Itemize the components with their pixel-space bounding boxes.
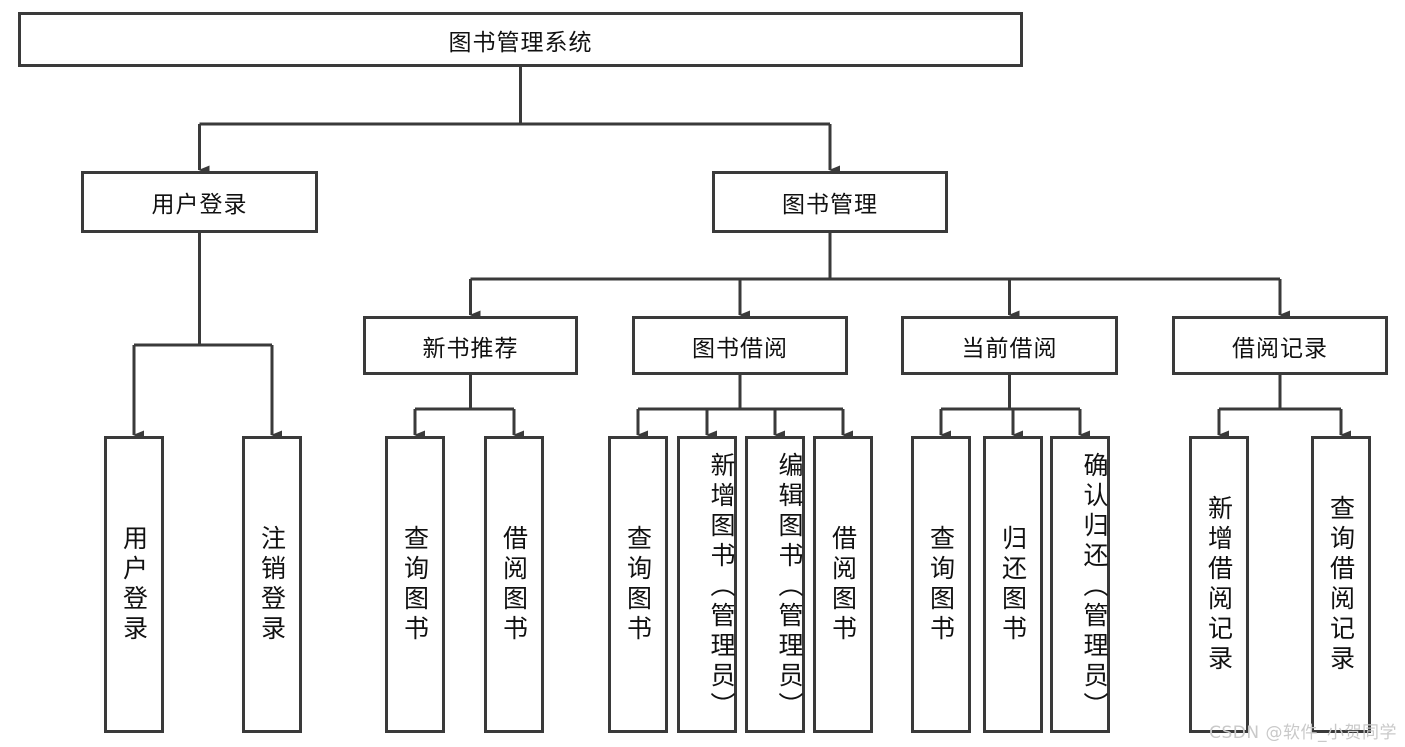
node-label: 归还图书 bbox=[998, 524, 1028, 645]
node-current-borrow[interactable]: 当前借阅 bbox=[901, 316, 1118, 375]
node-label: 图书借阅 bbox=[692, 335, 788, 362]
edge-layer bbox=[132, 67, 1351, 440]
node-borrow-record[interactable]: 借阅记录 bbox=[1172, 316, 1388, 375]
node-leaf-add-borrow-record[interactable]: 新增借阅记录 bbox=[1189, 436, 1249, 733]
node-leaf-return-book[interactable]: 归还图书 bbox=[983, 436, 1043, 733]
watermark-label: CSDN @软件_小贺同学 bbox=[1209, 723, 1397, 743]
node-label: 编辑图书（管理员） bbox=[775, 451, 804, 722]
node-label: 查询图书 bbox=[926, 524, 956, 645]
node-label: 查询借阅记录 bbox=[1326, 494, 1356, 675]
node-leaf-query-book-3[interactable]: 查询图书 bbox=[911, 436, 971, 733]
node-label: 用户登录 bbox=[119, 524, 149, 645]
node-leaf-query-book-2[interactable]: 查询图书 bbox=[608, 436, 668, 733]
node-label: 借阅图书 bbox=[828, 524, 858, 645]
node-leaf-edit-book-admin[interactable]: 编辑图书（管理员） bbox=[745, 436, 805, 733]
node-leaf-user-login[interactable]: 用户登录 bbox=[104, 436, 164, 733]
node-leaf-borrow-book-2[interactable]: 借阅图书 bbox=[813, 436, 873, 733]
node-root[interactable]: 图书管理系统 bbox=[18, 12, 1023, 67]
node-label: 当前借阅 bbox=[961, 335, 1058, 362]
node-book-borrow[interactable]: 图书借阅 bbox=[632, 316, 848, 375]
node-label: 借阅记录 bbox=[1232, 335, 1328, 362]
node-label: 注销登录 bbox=[257, 524, 287, 645]
node-label: 借阅图书 bbox=[499, 524, 529, 645]
node-label: 新增图书（管理员） bbox=[707, 451, 736, 722]
node-label: 图书管理 bbox=[782, 192, 878, 218]
node-label: 查询图书 bbox=[623, 524, 653, 645]
node-new-book-recommend[interactable]: 新书推荐 bbox=[363, 316, 578, 375]
node-leaf-borrow-book-1[interactable]: 借阅图书 bbox=[484, 436, 544, 733]
node-user-login[interactable]: 用户登录 bbox=[81, 171, 318, 233]
node-leaf-query-borrow-record[interactable]: 查询借阅记录 bbox=[1311, 436, 1371, 733]
node-leaf-confirm-return-admin[interactable]: 确认归还（管理员） bbox=[1050, 436, 1110, 733]
node-label: 新书推荐 bbox=[422, 335, 519, 362]
node-leaf-add-book-admin[interactable]: 新增图书（管理员） bbox=[677, 436, 737, 733]
node-book-manage[interactable]: 图书管理 bbox=[712, 171, 948, 233]
node-label: 确认归还（管理员） bbox=[1080, 451, 1109, 722]
node-leaf-logout-login[interactable]: 注销登录 bbox=[242, 436, 302, 733]
node-label: 查询图书 bbox=[400, 524, 430, 645]
node-leaf-query-book-1[interactable]: 查询图书 bbox=[385, 436, 445, 733]
node-label: 用户登录 bbox=[151, 192, 248, 218]
node-label: 图书管理系统 bbox=[448, 29, 593, 56]
node-label: 新增借阅记录 bbox=[1204, 494, 1234, 675]
